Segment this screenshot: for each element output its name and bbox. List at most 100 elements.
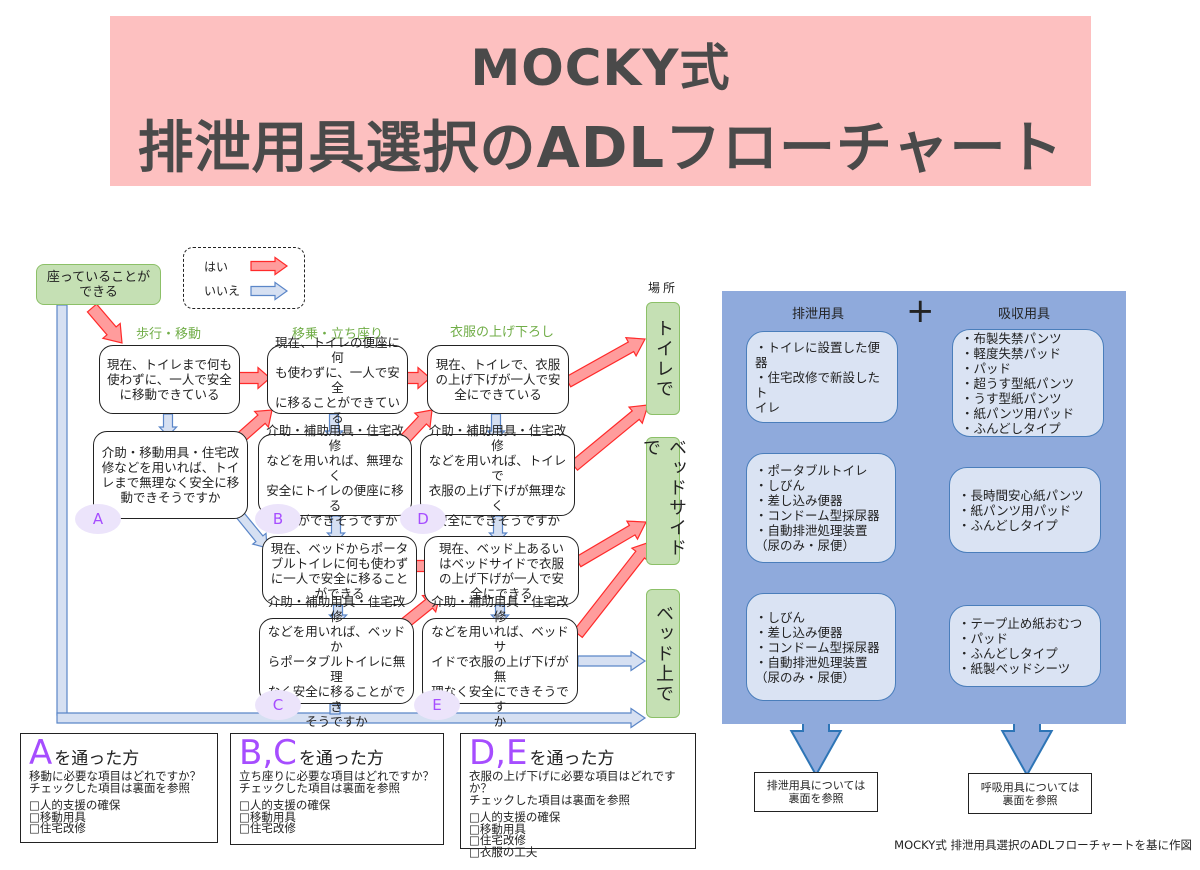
checklist-item[interactable]: □衣服の工夫	[469, 844, 538, 859]
question-clothing-assisted: 介助・補助用具・住宅改修 などを用いれば、トイレで 衣服の上げ下げが無理なく 安…	[420, 423, 575, 528]
result-question: 移動に必要な項目はどれですか？ チェックした項目は裏面を参照	[29, 769, 202, 795]
question-portable-assisted: 介助・補助用具・住宅改修 などを用いれば、ベッドか らポータブルトイレに無理 な…	[259, 594, 414, 729]
no-rail-to-on-bed	[56, 707, 647, 729]
result-box-bc: B,C を通った方 立ち座りに必要な項目はどれですか？ チェックした項目は裏面を…	[230, 733, 444, 845]
product-box-on-bed-absorption: ・テープ止め紙おむつ ・パッド ・ふんどしタイプ ・紙製ベッドシーツ	[949, 605, 1101, 687]
plus-icon: +	[906, 291, 935, 331]
no-connector-portable-to-rail	[329, 703, 341, 715]
result-letter: A	[29, 733, 53, 773]
footer-credit: MOCKY式 排泄用具選択のADLフローチャートを基に作図	[894, 838, 1192, 852]
legend-no-label: いいえ	[204, 284, 241, 298]
marker-d: D	[400, 504, 446, 534]
section-label-walking: 歩行・移動	[136, 327, 202, 342]
product-panel: 排泄用具 + 吸収用具 ・トイレに設置した便器 ・住宅改修で新設したト イレ ・…	[722, 291, 1126, 724]
title-banner: MOCKY式 排泄用具選択のADLフローチャート	[110, 16, 1091, 186]
product-item: ・差し込み便器	[755, 624, 843, 640]
yes-arrow-start-to-walk	[86, 303, 123, 344]
excretion-reference-box: 排泄用具については 裏面を参照	[754, 772, 878, 812]
question-bedside-clothing-now: 現在、ベッド上あるい はベッドサイドで衣服 の上げ下げが一人で安 全にできる	[424, 536, 579, 605]
section-label-transfer: 移乗・立ち座り	[292, 327, 384, 342]
product-item: ・長時間安心紙パンツ	[958, 487, 1084, 503]
product-item: ・コンドーム型採尿器	[755, 508, 880, 523]
result-suffix: を通った方	[54, 749, 140, 769]
product-item: ・ふんどしタイプ	[958, 517, 1058, 533]
product-item: ・ふんどしタイプ	[961, 420, 1061, 436]
yes-arrow-bedside-clothing-to-bedside	[574, 520, 647, 568]
result-question: 衣服の上げ下げに必要な項目はどれですか？ チェックした項目は裏面を参照	[469, 769, 676, 807]
product-item: ・うす型紙パンツ	[961, 390, 1062, 406]
result-box-de: D,E を通った方 衣服の上げ下げに必要な項目はどれですか？ チェックした項目は…	[460, 733, 696, 857]
product-item: ・紙製ベッドシーツ	[958, 661, 1071, 676]
product-item: ・超うす型紙パンツ	[961, 375, 1075, 391]
question-walk-now: 現在、トイレまで何も 使わずに、一人で安全 に移動できている	[99, 345, 240, 414]
yes-arrow-transfer-to-clothing	[405, 366, 431, 390]
product-item: ・コンドーム型採尿器	[755, 639, 880, 655]
product-item: ・パッド	[961, 360, 1012, 376]
place-bedside: ベッドサイドで	[640, 437, 687, 565]
place-on-bed: ベッド上で	[646, 589, 680, 718]
product-box-toilet-absorption: ・布製失禁パンツ ・軽度失禁パッド ・パッド ・超うす型紙パンツ ・うす型紙パン…	[952, 329, 1104, 437]
product-item: ・ふんどしタイプ	[958, 646, 1058, 661]
product-item: （尿のみ・尿便）	[755, 538, 856, 553]
title-line-1: MOCKY式	[470, 39, 731, 97]
no-rail-vertical	[56, 304, 68, 716]
absorption-header: 吸収用具	[998, 307, 1051, 322]
place-toilet: トイレで	[646, 302, 680, 415]
legend-yes-arrow	[250, 256, 289, 276]
product-item: ・自動排泄処理装置	[755, 523, 868, 538]
product-item: ・トイレに設置した便器	[755, 339, 881, 370]
title-line-2: 排泄用具選択のADLフローチャート	[137, 116, 1064, 181]
marker-b: B	[255, 504, 301, 534]
product-item: ・軽度失禁パッド	[961, 345, 1062, 361]
question-portable-now: 現在、ベッドからポータ ブルトイレに何も使わず に一人で安全に移ること ができる	[262, 536, 417, 605]
start-box: 座っていることが できる	[36, 264, 161, 305]
checklist-item[interactable]: □住宅改修	[29, 821, 86, 835]
result-box-a: A を通った方 移動に必要な項目はどれですか？ チェックした項目は裏面を参照 □…	[20, 733, 218, 843]
checklist-item[interactable]: □移動用具	[239, 809, 296, 824]
absorption-reference-box: 呼吸用具については 裏面を参照	[968, 773, 1092, 814]
product-item: ・紙パンツ用パッド	[961, 405, 1075, 421]
question-clothing-now: 現在、トイレで、衣服 の上げ下げが一人で安 全にできている	[427, 345, 569, 414]
place-header: 場所	[648, 281, 679, 295]
result-suffix: を通った方	[298, 749, 384, 769]
yes-arrow-walk-to-transfer	[237, 366, 271, 390]
marker-a: A	[75, 504, 121, 534]
marker-c: C	[255, 690, 301, 720]
yes-arrow-bedside-clothing-assisted-to-bedside	[572, 541, 651, 639]
product-item: ・しびん	[755, 478, 806, 493]
product-item: ・テープ止め紙おむつ	[958, 616, 1083, 631]
excretion-header: 排泄用具	[792, 307, 845, 322]
legend-yes-label: はい	[204, 260, 229, 274]
legend-no-arrow	[250, 281, 289, 301]
product-box-bedside-absorption: ・長時間安心紙パンツ ・紙パンツ用パッド ・ふんどしタイプ	[949, 467, 1101, 553]
checklist-item[interactable]: □移動用具	[29, 809, 86, 824]
product-box-bedside-excretion: ・ポータブルトイレ ・しびん ・差し込み便器 ・コンドーム型採尿器 ・自動排泄処…	[746, 453, 896, 563]
product-item: ・ポータブルトイレ	[755, 463, 868, 478]
result-letter: B,C	[239, 733, 297, 773]
checklist-item[interactable]: □人的支援の確保	[469, 810, 561, 824]
product-box-on-bed-excretion: ・しびん ・差し込み便器 ・コンドーム型採尿器 ・自動排泄処理装置 （尿のみ・尿…	[746, 593, 896, 701]
yes-arrow-clothing-assisted-to-toilet	[569, 404, 649, 472]
checklist-item[interactable]: □人的支援の確保	[239, 798, 331, 812]
question-transfer-assisted: 介助・補助用具・住宅改修 などを用いれば、無理なく 安全にトイレの便座に移る こ…	[258, 423, 412, 528]
product-item: ・布製失禁パンツ	[961, 330, 1062, 346]
product-item: ・しびん	[755, 609, 806, 625]
product-item: ・住宅改修で新設したト イレ	[755, 369, 881, 415]
product-item: （尿のみ・尿便）	[755, 669, 856, 685]
product-item: ・パッド	[958, 631, 1009, 646]
checklist-item[interactable]: □人的支援の確保	[29, 798, 121, 812]
yes-arrow-clothing-to-toilet	[564, 337, 646, 388]
checklist-item[interactable]: □住宅改修	[239, 821, 296, 835]
question-walk-assisted: 介助・移動用具・住宅改 修などを用いれば、トイ レまで無理なく安全に移 動できそ…	[93, 431, 248, 519]
checklist-item[interactable]: □住宅改修	[469, 833, 526, 847]
question-transfer-now: 現在、トイレの便座に何 も使わずに、一人で安全 に移ることができている	[267, 335, 408, 425]
checklist-item[interactable]: □移動用具	[469, 821, 526, 836]
result-question: 立ち座りに必要な項目はどれですか？ チェックした項目は裏面を参照	[239, 769, 435, 795]
product-item: ・紙パンツ用パッド	[958, 502, 1072, 518]
product-item: ・差し込み便器	[755, 493, 843, 508]
product-box-toilet-excretion: ・トイレに設置した便器 ・住宅改修で新設したト イレ	[746, 331, 898, 423]
result-letter: D,E	[469, 733, 528, 773]
question-bedside-clothing-assisted: 介助・補助用具・住宅改修 などを用いれば、ベッドサ イドで衣服の上げ下げが無 理…	[422, 594, 578, 729]
product-item: ・自動排泄処理装置	[755, 654, 868, 670]
